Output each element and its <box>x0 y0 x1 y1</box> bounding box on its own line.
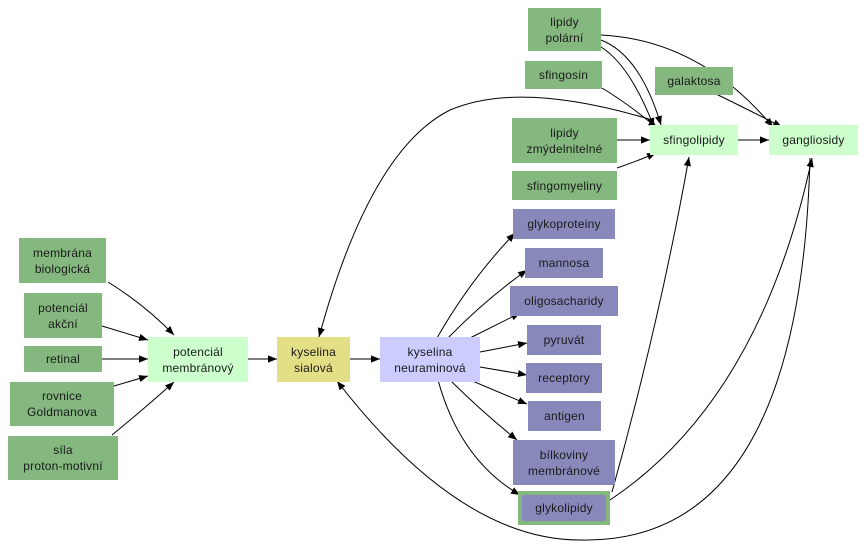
node-galaktosa: galaktosa <box>655 67 733 95</box>
node-retinal: retinal <box>24 346 102 372</box>
edge-neur-bilkoviny <box>449 379 518 441</box>
node-receptory: receptory <box>526 363 602 393</box>
edge-neur-glykolipidy <box>437 379 521 496</box>
edge-akcni-potencial <box>101 325 149 341</box>
node-potencial-akcni: potenciál akční <box>24 293 102 338</box>
node-bilkoviny-membranove: bílkoviny membránové <box>513 440 615 485</box>
edge-neur-oligosacharidy <box>469 312 521 339</box>
node-rovnice-goldmanova: rovnice Goldmanova <box>10 382 114 426</box>
edge-sila-potencial <box>111 381 175 436</box>
edge-neur-antigen <box>469 379 528 405</box>
edge-neur-pyruvat <box>479 341 528 353</box>
node-sfingolipidy: sfingolipidy <box>650 125 738 155</box>
edge-polarni-sfingolipidy-b <box>600 46 655 128</box>
edge-neur-glykoproteiny <box>436 232 516 339</box>
node-glykoproteiny: glykoproteiny <box>513 209 615 239</box>
edge-glykolipidy-sfingolipidy <box>611 156 691 493</box>
edge-galaktosa-gangliosidy <box>715 93 783 128</box>
node-lipidy-zmydelnitelne: lipidy zmýdelnitelné <box>512 118 617 163</box>
node-gangliosidy: gangliosidy <box>769 125 858 155</box>
edge-membrana-potencial <box>107 281 175 336</box>
edge-neur-receptory <box>479 366 528 378</box>
edge-sfingolipidy-sialova <box>317 96 653 338</box>
node-mannosa: mannosa <box>525 248 603 278</box>
edge-glykolipidy-gangliosidy <box>609 157 814 501</box>
node-antigen: antigen <box>528 401 601 431</box>
node-kyselina-sialova: kyselina sialová <box>277 337 350 382</box>
edge-polarni-gangliosidy <box>600 34 774 128</box>
edge-sfingomyeliny-sfingolipidy <box>616 152 657 169</box>
edge-neur-mannosa <box>447 269 528 339</box>
edge-polarni-sfingolipidy-a <box>600 39 662 126</box>
node-sfingomyeliny: sfingomyeliny <box>512 171 617 200</box>
node-potencial-membranovy: potenciál membránový <box>148 337 248 382</box>
node-membrana-biologicka: membrána biologická <box>19 238 106 283</box>
node-kyselina-neuraminova: kyselina neuraminová <box>380 337 480 382</box>
edge-sfingosin-sfingolipidy <box>601 87 658 129</box>
node-sila-proton-motivni: síla proton-motivní <box>8 436 118 480</box>
edge-gangliosidy-sialova <box>336 157 811 541</box>
edge-rovnice-potencial <box>113 375 149 387</box>
node-lipidy-polarni: lipidy polární <box>528 8 601 51</box>
node-glykolipidy: glykolipidy <box>518 491 610 525</box>
node-sfingosin: sfingosin <box>525 61 602 89</box>
node-pyruvat: pyruvát <box>527 325 601 355</box>
node-oligosacharidy: oligosacharidy <box>510 286 618 316</box>
